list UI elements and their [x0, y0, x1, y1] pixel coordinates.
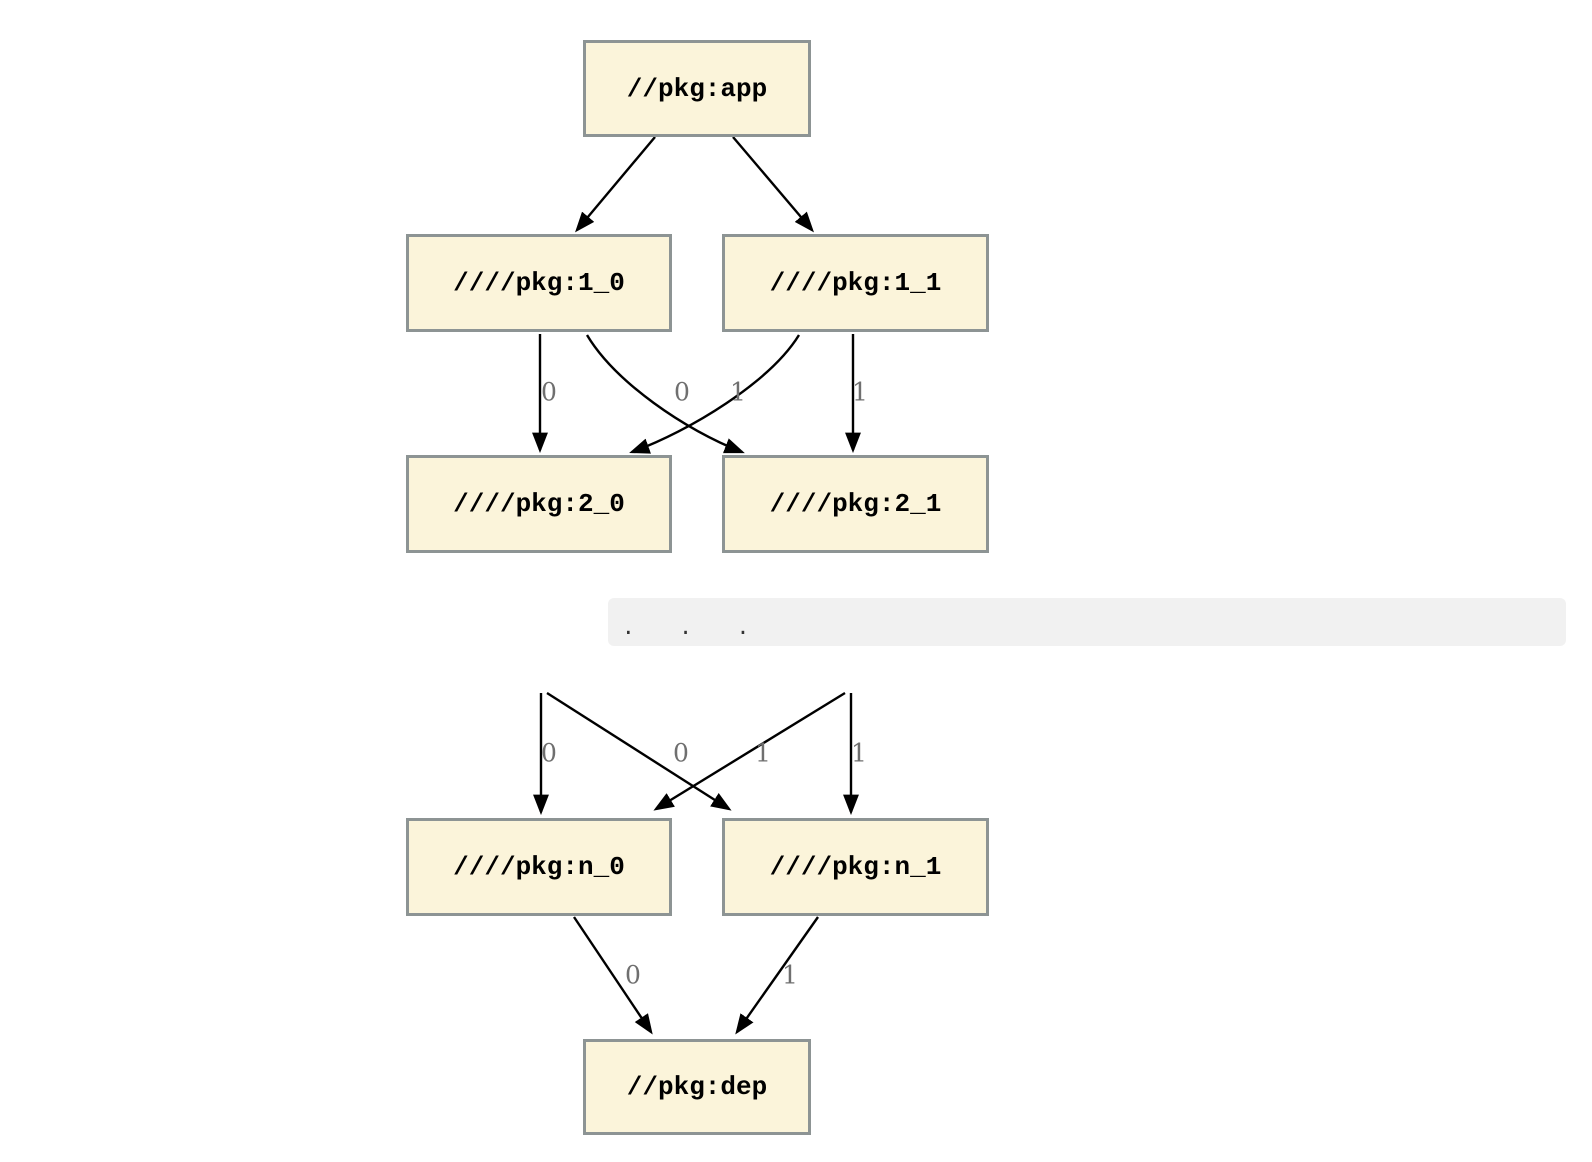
edge-app-to-1_1: [732, 136, 814, 233]
graph-node-n_1-label: ////pkg:n_1: [769, 852, 942, 882]
separator-band: . . .: [608, 598, 1566, 646]
edge-label-n_1-dep: 1: [782, 960, 798, 990]
edge-label-prev1-n_0: 0: [673, 738, 689, 768]
edge-prev0-to-n_1: [546, 691, 732, 811]
graph-node-n_0-label: ////pkg:n_0: [453, 852, 625, 882]
edge-app-to-1_0: [575, 136, 656, 233]
edge-1_1-to-2_0: [629, 334, 801, 454]
ellipsis-text: . . .: [622, 614, 766, 639]
edge-n_0-to-dep: [573, 916, 653, 1035]
graph-node-2_0-label: ////pkg:2_0: [453, 489, 625, 519]
graph-node-app-label: //pkg:app: [626, 73, 768, 104]
edge-label-1_0-2_0: 0: [541, 377, 557, 407]
graph-node-dep-label: //pkg:dep: [626, 1072, 768, 1102]
edge-label-n_0-dep: 0: [625, 960, 641, 990]
edge-1_0-to-2_1: [585, 334, 745, 454]
edge-label-prev0-n_1: 1: [755, 738, 771, 768]
graph-node-2_0: ////pkg:2_0: [406, 455, 672, 553]
edge-prev1-to-n_0: [653, 691, 846, 811]
edge-label-1_1-2_1: 1: [852, 377, 868, 407]
graph-node-1_0: ////pkg:1_0: [406, 234, 672, 332]
graph-node-app: //pkg:app: [583, 40, 811, 137]
graph-node-2_1-label: ////pkg:2_1: [769, 489, 942, 519]
graph-node-1_1-label: ////pkg:1_1: [769, 268, 942, 298]
edge-label-1_1-2_0: 0: [674, 377, 690, 407]
edge-label-1_0-2_1: 1: [730, 377, 746, 407]
graph-node-n_0: ////pkg:n_0: [406, 818, 672, 916]
edge-label-prev1-n_1: 1: [851, 738, 867, 768]
edge-label-prev0-n_0: 0: [541, 738, 557, 768]
graph-node-dep: //pkg:dep: [583, 1039, 811, 1135]
edge-n_1-to-dep: [735, 916, 819, 1035]
graph-node-2_1: ////pkg:2_1: [722, 455, 989, 553]
graph-node-1_0-label: ////pkg:1_0: [453, 268, 625, 298]
graph-node-1_1: ////pkg:1_1: [722, 234, 989, 332]
graph-node-n_1: ////pkg:n_1: [722, 818, 989, 916]
